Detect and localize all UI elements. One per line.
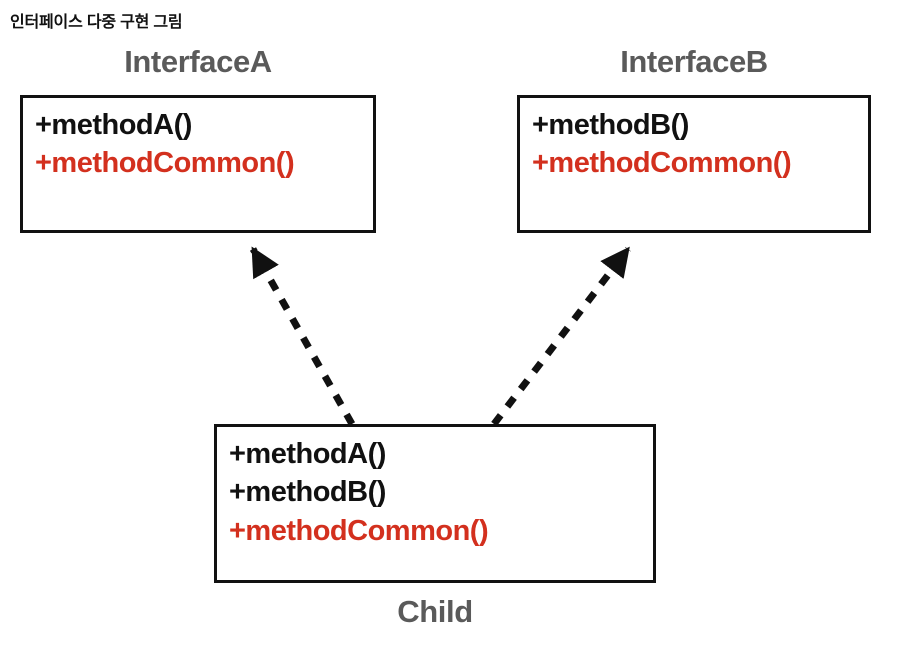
member-methodA: +methodA() (35, 109, 192, 141)
implements-arrow-interface-a (249, 246, 356, 426)
interface-a-label: InterfaceA (124, 44, 272, 79)
interface-b-member-list: +methodB() +methodCommon() (520, 98, 868, 183)
member-methodB: +methodB() (532, 109, 689, 141)
member-methodCommon: +methodCommon() (229, 514, 489, 547)
interface-b-box: +methodB() +methodCommon() (517, 95, 871, 233)
member-methodCommon: +methodCommon() (35, 147, 295, 180)
interface-b-label: InterfaceB (620, 44, 768, 79)
implements-arrow-interface-b (491, 246, 631, 427)
interface-a-box: +methodA() +methodCommon() (20, 95, 376, 233)
child-member-list: +methodA() +methodB() +methodCommon() (217, 427, 653, 550)
figure-caption: 인터페이스 다중 구현 그림 (10, 14, 183, 31)
member-methodB: +methodB() (229, 476, 386, 509)
member-methodCommon: +methodCommon() (532, 147, 792, 180)
member-methodA: +methodA() (229, 438, 386, 470)
interface-a-member-list: +methodA() +methodCommon() (23, 98, 373, 183)
child-box: +methodA() +methodB() +methodCommon() (214, 424, 656, 583)
child-label: Child (397, 594, 473, 629)
